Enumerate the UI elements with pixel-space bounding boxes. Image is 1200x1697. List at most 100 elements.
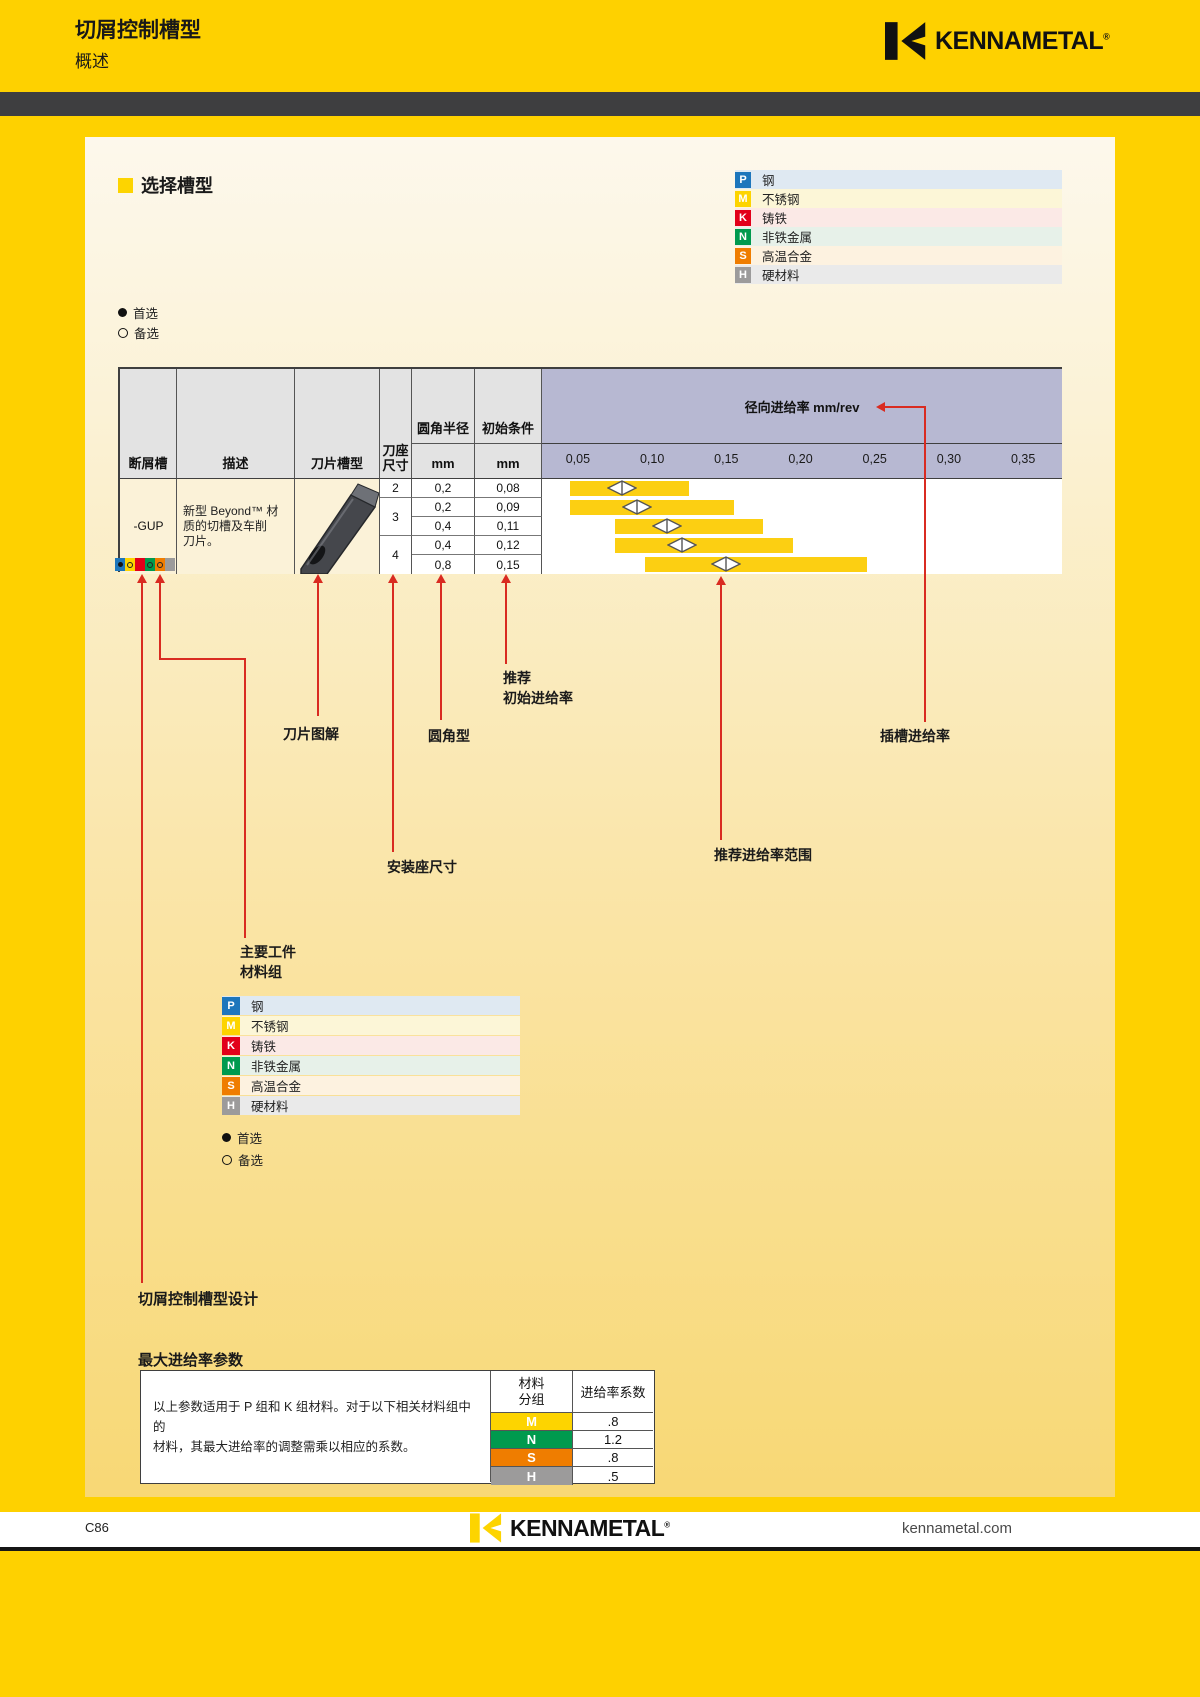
col-header-corner-radius-unit: mm	[412, 444, 475, 479]
filled-circle-icon	[222, 1133, 231, 1142]
website-link[interactable]: kennametal.com	[901, 1520, 1012, 1537]
callout-line	[924, 406, 926, 722]
grade-code: -GUP	[133, 519, 164, 533]
factor-material-h: H	[491, 1467, 573, 1485]
strip-square-p	[115, 558, 125, 571]
material-label: 铸铁	[251, 1040, 277, 1054]
legend-row: N 非铁金属	[735, 227, 1062, 246]
callout-line	[141, 582, 143, 1283]
col-header-initial-condition-unit: mm	[475, 444, 542, 479]
feed-range-label: 推荐进给率范围	[714, 847, 812, 863]
arrow-up-icon	[155, 574, 165, 583]
insert-diagram-label: 刀片图解	[283, 726, 339, 742]
material-badge-p: P	[222, 996, 240, 1015]
feed-chart-row	[542, 517, 1062, 537]
corner-radius-cell: 0,8	[412, 555, 475, 574]
factor-value: 1.2	[573, 1431, 653, 1449]
factor-column-header: 进给率系数	[573, 1371, 653, 1413]
feed-range-bar	[615, 519, 764, 534]
corner-radius-cell: 0,2	[412, 479, 475, 498]
callout-line	[884, 406, 926, 408]
arrow-up-icon	[501, 574, 511, 583]
max-feed-title: 最大进给率参数	[138, 1352, 244, 1369]
alternate-legend: 备选	[118, 323, 159, 342]
initial-feed-cell: 0,08	[475, 479, 542, 498]
axis-tick-label: 0,05	[565, 452, 591, 466]
chart-title-band: 径向进给率 mm/rev	[542, 369, 1062, 444]
start-feed-marker-icon	[607, 480, 638, 496]
col-header-insert-style: 刀片槽型	[295, 369, 380, 479]
workpiece-group-label: 主要工件材料组	[240, 944, 296, 980]
material-label: 非铁金属	[762, 231, 813, 245]
material-badge-n: N	[222, 1056, 240, 1075]
preferred-legend-mid: 首选	[222, 1128, 262, 1147]
kennametal-k-icon	[470, 1513, 502, 1543]
col-header-corner-radius: 圆角半径	[412, 369, 475, 444]
groove-selection-table: 断屑槽 描述 刀片槽型 刀座尺寸 圆角半径 mm 初始条件 mm 径向进给率 m…	[115, 367, 1062, 574]
start-feed-marker-icon	[711, 556, 742, 572]
material-badge-m: M	[222, 1016, 240, 1035]
material-label: 不锈钢	[762, 193, 800, 207]
feed-chart-row	[542, 498, 1062, 518]
logo-wordmark: KENNAMETAL®	[510, 1514, 670, 1541]
page-code: C86	[85, 1520, 109, 1535]
section-title: 选择槽型	[141, 176, 213, 196]
material-badge-p: P	[735, 171, 751, 188]
seat-size-cell: 2	[380, 479, 412, 498]
max-feed-table: 以上参数适用于 P 组和 K 组材料。对于以下相关材料组中的材料，其最大进给率的…	[140, 1370, 655, 1485]
callout-line	[440, 582, 442, 720]
preferred-label: 首选	[133, 307, 159, 321]
seat-dimension-label: 安装座尺寸	[387, 859, 457, 875]
footer-logo: KENNAMETAL®	[470, 1513, 670, 1543]
material-label: 钢	[251, 1000, 264, 1014]
material-label: 高温合金	[762, 250, 813, 264]
axis-tick-label: 0,25	[862, 452, 887, 466]
feed-chart-row	[542, 536, 1062, 556]
kennametal-logo: KENNAMETAL®	[885, 22, 1110, 60]
material-label: 硬材料	[762, 269, 800, 283]
material-badge-k: K	[222, 1036, 240, 1055]
arrow-up-icon	[388, 574, 398, 583]
legend-row: K 铸铁	[222, 1036, 520, 1055]
factor-material-n: N	[491, 1431, 573, 1449]
material-badge-n: N	[735, 228, 751, 245]
col-header-chipbreaker: 断屑槽	[120, 369, 177, 479]
material-label: 非铁金属	[251, 1060, 302, 1074]
preferred-label: 首选	[237, 1132, 263, 1146]
alternate-label: 备选	[134, 327, 160, 341]
material-badge-s: S	[735, 247, 751, 264]
factor-value: .8	[573, 1413, 653, 1431]
callout-line	[317, 582, 319, 716]
page-title: 切屑控制槽型	[75, 19, 201, 42]
axis-tick-label: 0,15	[714, 452, 739, 466]
feed-chart-row	[542, 555, 1062, 574]
plunge-feed-label: 插槽进给率	[880, 728, 950, 744]
chipbreaker-material-strip	[115, 558, 177, 571]
strip-square-h	[165, 558, 175, 571]
open-circle-icon	[118, 327, 128, 338]
legend-row: H 硬材料	[735, 265, 1062, 284]
registered-mark: ®	[664, 1519, 670, 1529]
alternate-label: 备选	[238, 1154, 264, 1168]
material-label: 硬材料	[251, 1100, 289, 1114]
arrow-up-icon	[716, 576, 726, 585]
open-circle-icon	[222, 1154, 232, 1165]
callout-line	[159, 658, 246, 660]
page-subtitle: 概述	[75, 52, 109, 71]
strip-square-s	[155, 558, 165, 571]
chip-design-label: 切屑控制槽型设计	[138, 1291, 259, 1308]
factor-material-s: S	[491, 1449, 573, 1467]
callout-line	[505, 582, 507, 664]
insert-photo	[300, 483, 379, 574]
corner-radius-cell: 0,4	[412, 517, 475, 536]
col-header-seat-size: 刀座尺寸	[380, 369, 412, 479]
footer-band	[0, 1512, 1200, 1547]
strip-square-k	[135, 558, 145, 571]
material-badge-h: H	[735, 266, 751, 283]
filled-circle-icon	[118, 308, 127, 317]
